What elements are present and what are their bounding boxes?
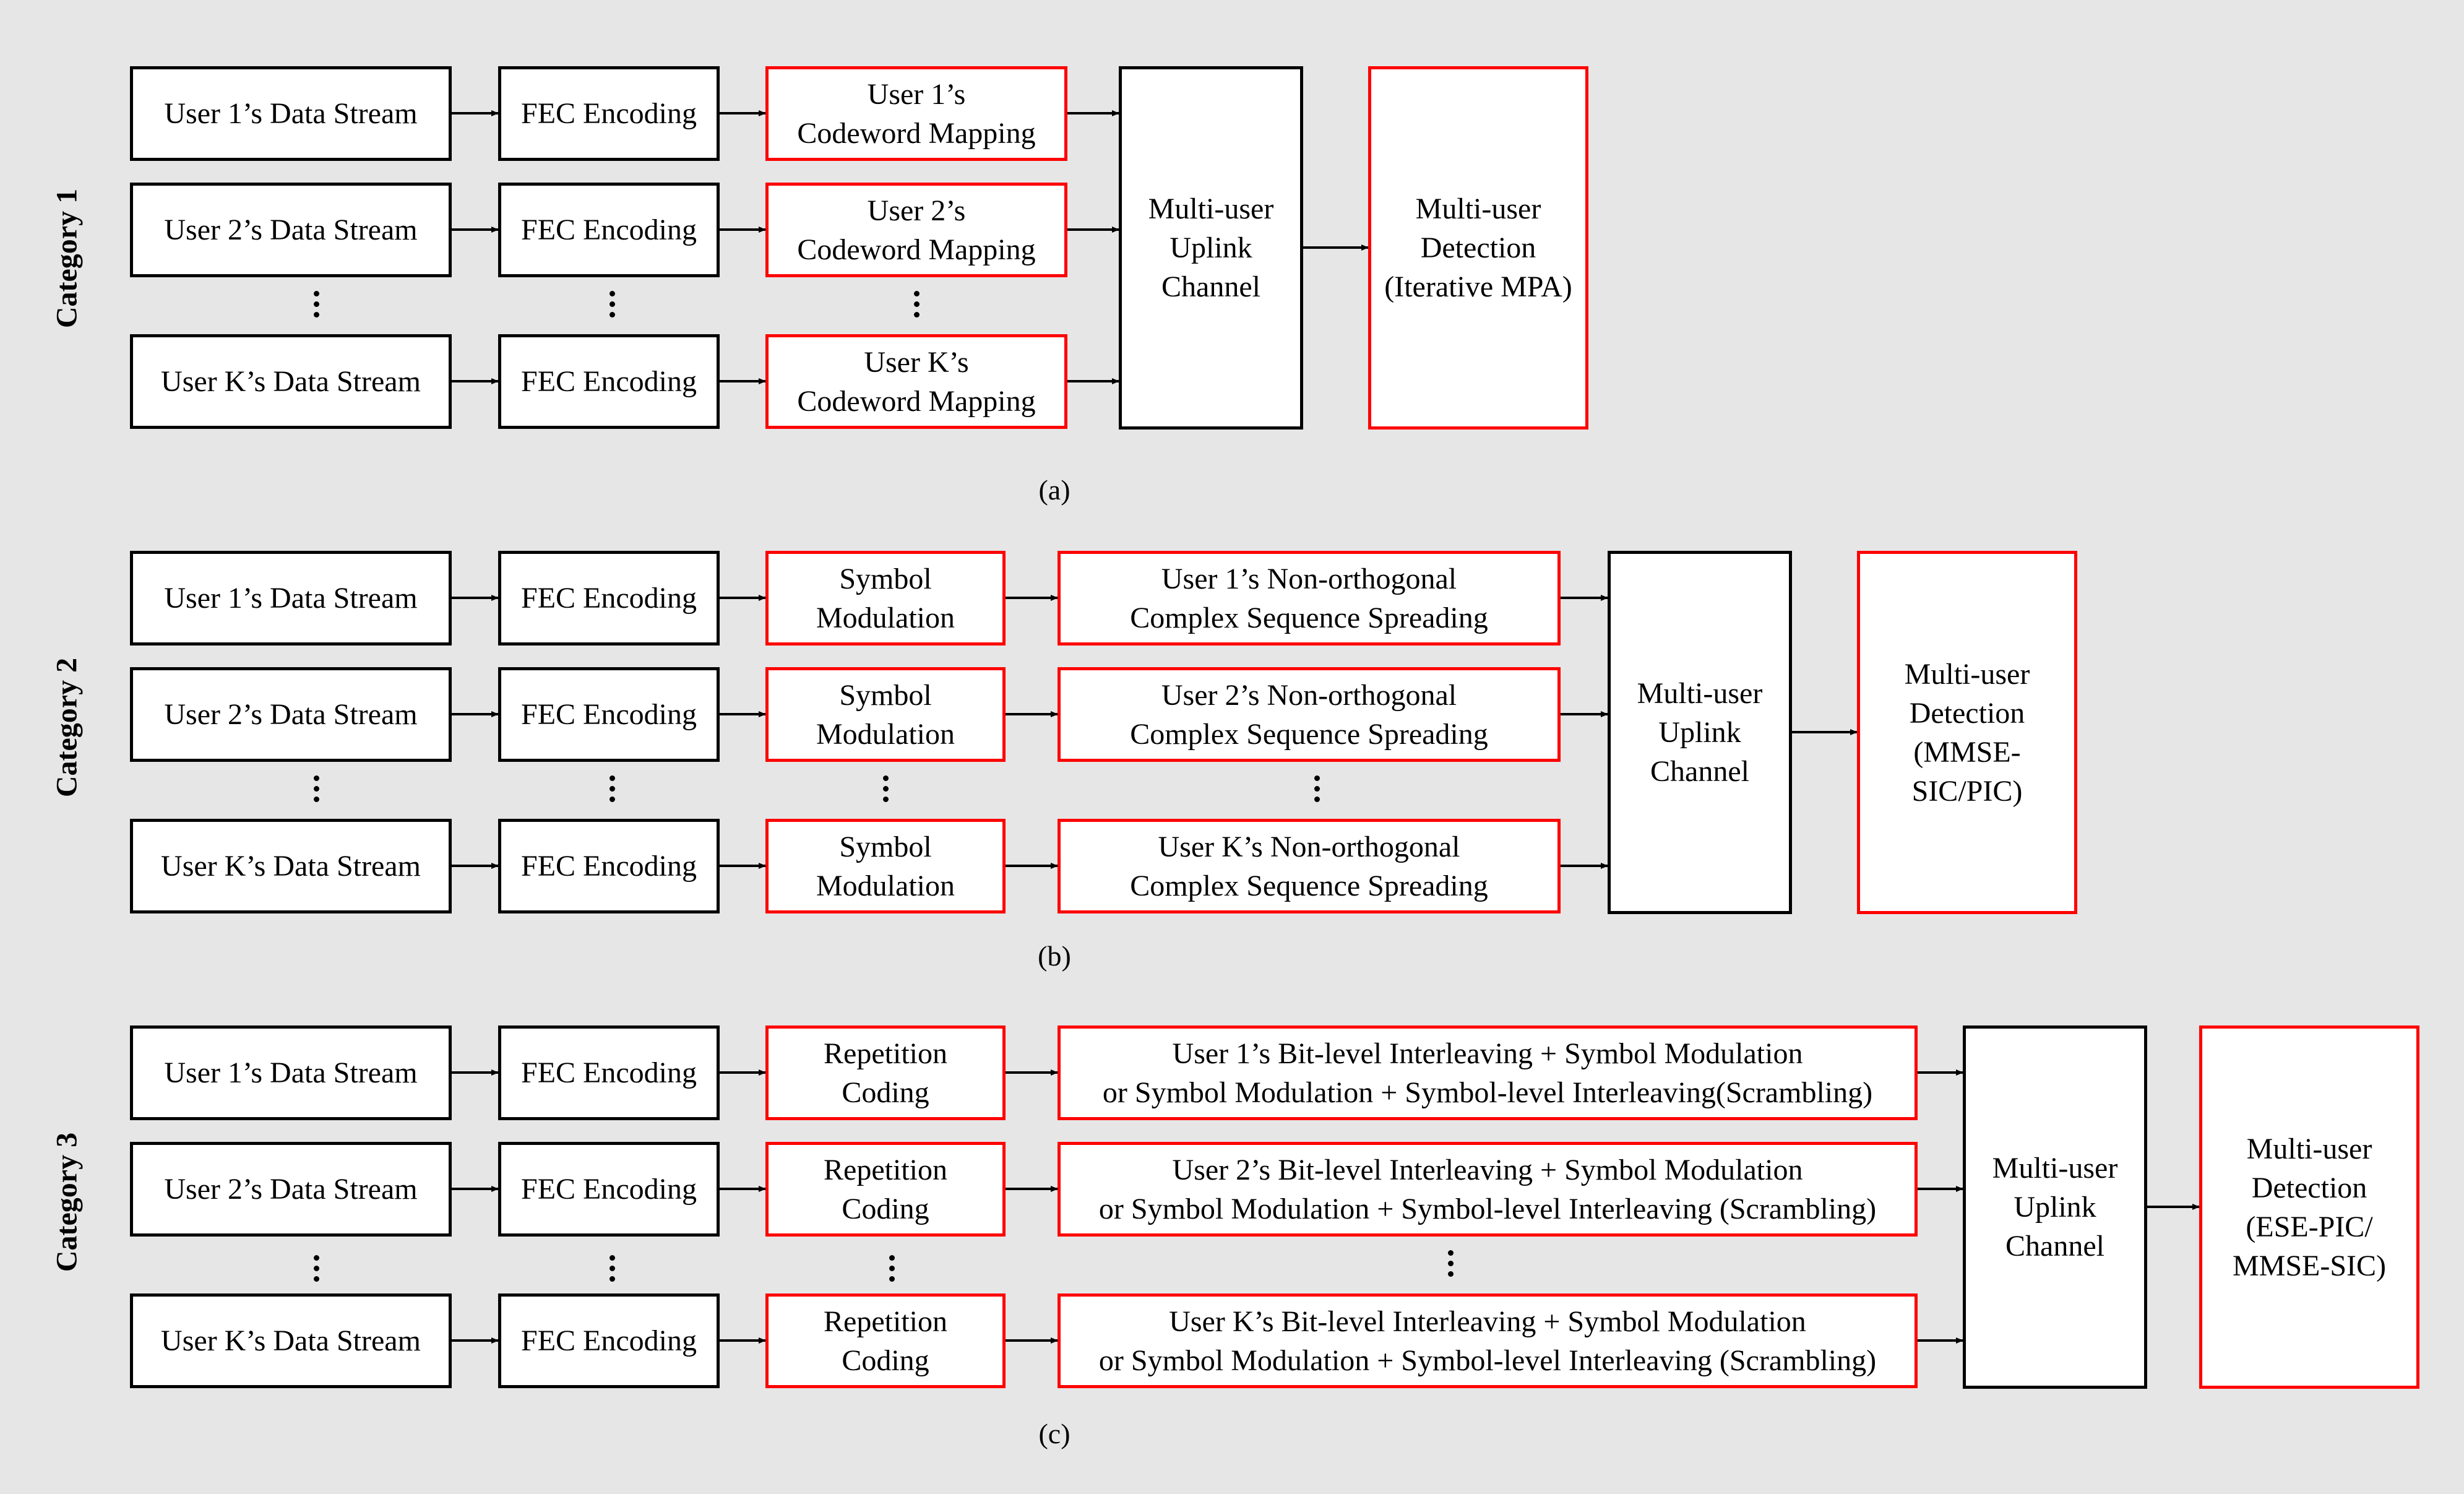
cat3-repetition-coding-user1: Repetition Coding: [765, 1026, 1006, 1120]
cat2-data-stream-userk: User K’s Data Stream: [130, 819, 452, 913]
cat2-data-stream-user1: User 1’s Data Stream: [130, 551, 452, 646]
cat1-ellipsis-mapping: [913, 291, 920, 322]
cat2-data-stream-user2: User 2’s Data Stream: [130, 667, 452, 762]
cat3-ellipsis-interleaving: [1447, 1250, 1454, 1282]
caption-c: (c): [1038, 1418, 1070, 1449]
cat3-fec-encoding-user2: FEC Encoding: [498, 1142, 720, 1237]
cat3-fec-encoding-user1: FEC Encoding: [498, 1026, 720, 1120]
cat1-uplink-channel: Multi-user Uplink Channel: [1119, 66, 1303, 430]
cat2-sequence-spreading-user1: User 1’s Non-orthogonal Complex Sequence…: [1058, 551, 1561, 646]
cat2-ellipsis-modulation: [882, 775, 889, 807]
cat1-ellipsis-fec: [609, 291, 615, 322]
cat1-fec-encoding-user2: FEC Encoding: [498, 183, 720, 277]
cat3-multiuser-detection: Multi-user Detection (ESE-PIC/ MMSE-SIC): [2199, 1026, 2419, 1389]
cat2-uplink-channel: Multi-user Uplink Channel: [1608, 551, 1792, 914]
cat1-fec-encoding-userk: FEC Encoding: [498, 334, 720, 429]
caption-b: (b): [1038, 940, 1071, 972]
cat2-fec-encoding-user2: FEC Encoding: [498, 667, 720, 762]
cat2-fec-encoding-userk: FEC Encoding: [498, 819, 720, 913]
cat1-data-stream-user1: User 1’s Data Stream: [130, 66, 452, 161]
cat2-symbol-modulation-userk: Symbol Modulation: [765, 819, 1006, 913]
cat2-symbol-modulation-user1: Symbol Modulation: [765, 551, 1006, 646]
cat1-multiuser-detection: Multi-user Detection (Iterative MPA): [1368, 66, 1588, 430]
cat2-symbol-modulation-user2: Symbol Modulation: [765, 667, 1006, 762]
cat1-data-stream-userk: User K’s Data Stream: [130, 334, 452, 429]
cat2-sequence-spreading-userk: User K’s Non-orthogonal Complex Sequence…: [1058, 819, 1561, 913]
cat2-sequence-spreading-user2: User 2’s Non-orthogonal Complex Sequence…: [1058, 667, 1561, 762]
cat3-fec-encoding-userk: FEC Encoding: [498, 1293, 720, 1388]
cat3-data-stream-user1: User 1’s Data Stream: [130, 1026, 452, 1120]
category-3-label: Category 3: [50, 1132, 84, 1272]
cat2-ellipsis-streams: [313, 775, 319, 807]
cat2-ellipsis-spreading: [1314, 775, 1320, 807]
caption-a: (a): [1038, 474, 1070, 506]
cat1-fec-encoding-user1: FEC Encoding: [498, 66, 720, 161]
cat3-ellipsis-repetition: [889, 1255, 895, 1287]
cat1-data-stream-user2: User 2’s Data Stream: [130, 183, 452, 277]
cat3-ellipsis-fec: [609, 1255, 615, 1287]
cat3-repetition-coding-user2: Repetition Coding: [765, 1142, 1006, 1237]
cat2-ellipsis-fec: [609, 775, 615, 807]
cat1-ellipsis-streams: [313, 291, 319, 322]
cat3-interleaving-userk: User K’s Bit-level Interleaving + Symbol…: [1058, 1293, 1918, 1388]
cat1-codeword-mapping-user2: User 2’s Codeword Mapping: [765, 183, 1067, 277]
category-1-label: Category 1: [50, 188, 84, 329]
cat3-ellipsis-streams: [313, 1255, 319, 1287]
cat3-repetition-coding-userk: Repetition Coding: [765, 1293, 1006, 1388]
cat3-interleaving-user2: User 2’s Bit-level Interleaving + Symbol…: [1058, 1142, 1918, 1237]
cat3-data-stream-userk: User K’s Data Stream: [130, 1293, 452, 1388]
cat3-interleaving-user1: User 1’s Bit-level Interleaving + Symbol…: [1058, 1026, 1918, 1120]
cat3-data-stream-user2: User 2’s Data Stream: [130, 1142, 452, 1237]
cat2-multiuser-detection: Multi-user Detection (MMSE- SIC/PIC): [1857, 551, 2077, 914]
cat3-uplink-channel: Multi-user Uplink Channel: [1963, 1026, 2147, 1389]
cat2-fec-encoding-user1: FEC Encoding: [498, 551, 720, 646]
cat1-codeword-mapping-userk: User K’s Codeword Mapping: [765, 334, 1067, 429]
category-2-label: Category 2: [50, 657, 84, 798]
cat1-codeword-mapping-user1: User 1’s Codeword Mapping: [765, 66, 1067, 161]
